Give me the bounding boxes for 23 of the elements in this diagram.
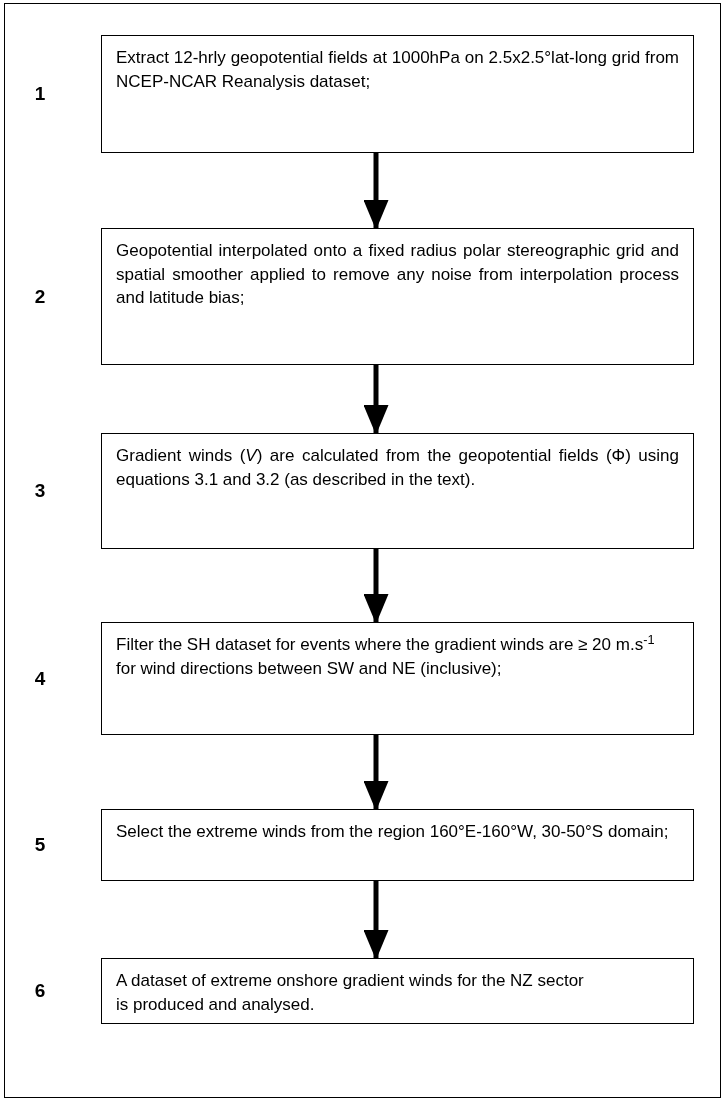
process-box bbox=[101, 809, 694, 881]
process-box bbox=[101, 228, 694, 365]
step-number: 6 bbox=[33, 979, 47, 1003]
arrow bbox=[363, 365, 389, 435]
step-text: Geopotential interpolated onto a fixed radius polar stereographic grid and spatial smoother applied to remove any noise from interpolation process and latitude bias; bbox=[116, 240, 679, 309]
step-number: 1 bbox=[33, 82, 47, 106]
arrow bbox=[363, 881, 389, 960]
step-text: Gradient winds (V) are calculated from the geopotential fields (Φ) using equations 3.1 and 3.2 (as described in the text). bbox=[116, 445, 679, 491]
process-box bbox=[101, 35, 694, 153]
arrow bbox=[363, 735, 389, 811]
step-number: 4 bbox=[33, 666, 47, 691]
step-text: Extract 12-hrly geopotential fields at 1000hPa on 2.5x2.5°lat-long grid from NCEP-NCAR Reanalysis dataset; bbox=[116, 47, 679, 93]
process-box bbox=[101, 433, 694, 549]
step-number: 3 bbox=[33, 479, 47, 503]
process-box bbox=[101, 622, 694, 735]
step-text: Filter the SH dataset for events where the gradient winds are ≥ 20 m.s$^{-1}$ for wind directions between SW and NE (inclusive); bbox=[116, 633, 656, 680]
step-text: Select the extreme winds from the region 160°E-160°W, 30-50°S domain; bbox=[116, 821, 670, 843]
step-number: 5 bbox=[33, 833, 47, 857]
step-text: A dataset of extreme onshore gradient winds for the NZ sector is produced and analysed. bbox=[116, 970, 585, 1016]
arrow bbox=[363, 549, 389, 624]
arrow bbox=[363, 153, 389, 230]
process-box bbox=[101, 958, 694, 1024]
step-number: 2 bbox=[33, 284, 47, 309]
